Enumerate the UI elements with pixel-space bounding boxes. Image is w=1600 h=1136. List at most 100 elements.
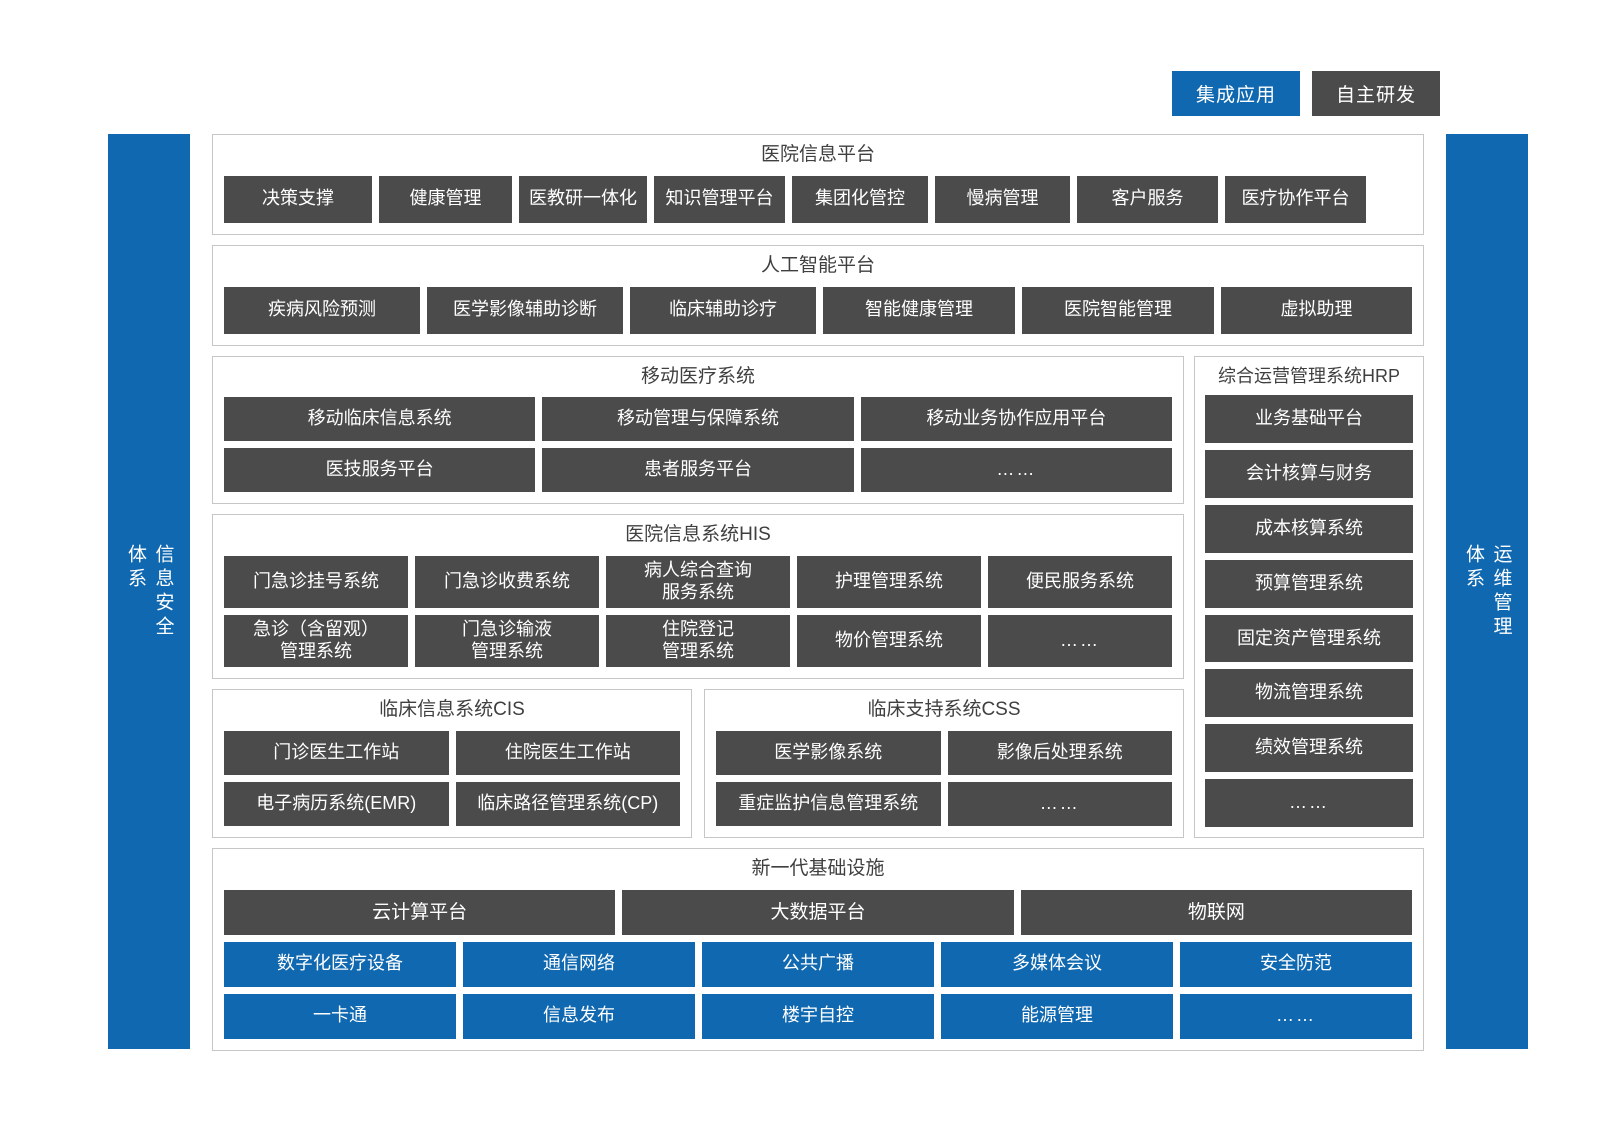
chip-line-1: 病人综合查询 [644, 560, 752, 581]
chip-electronic-medical-record-emr[interactable]: 电子病历系统(EMR) [224, 781, 449, 826]
hrp-panel: 综合运营管理系统HRP 业务基础平台 会计核算与财务 成本核算系统 预算管理系统… [1194, 355, 1424, 838]
section-title-infrastructure: 新一代基础设施 [751, 857, 885, 879]
chip-information-publishing[interactable]: 信息发布 [463, 993, 695, 1039]
infrastructure-dark-row: 云计算平台 大数据平台 物联网 [224, 889, 1412, 935]
chip-mobile-clinical-information-system[interactable]: 移动临床信息系统 [224, 397, 536, 442]
css-row-1: 医学影像系统 影像后处理系统 [716, 730, 1172, 775]
chip-infrastructure-more[interactable]: …… [1180, 993, 1412, 1039]
chip-energy-management[interactable]: 能源管理 [941, 993, 1173, 1039]
chip-performance-management-system[interactable]: 绩效管理系统 [1205, 724, 1413, 773]
section-title-cis: 临床信息系统CIS [379, 699, 525, 721]
chip-chronic-disease-management[interactable]: 慢病管理 [935, 175, 1070, 223]
chip-image-post-processing-system[interactable]: 影像后处理系统 [947, 730, 1172, 775]
chip-nursing-management-system[interactable]: 护理管理系统 [797, 556, 981, 609]
chip-line-1: 门急诊收费系统 [444, 571, 570, 592]
chip-line-2: 管理系统 [471, 641, 543, 662]
chip-css-more[interactable]: …… [947, 781, 1172, 826]
chip-group-management-control[interactable]: 集团化管控 [792, 175, 928, 223]
chip-disease-risk-prediction[interactable]: 疾病风险预测 [224, 286, 420, 334]
chip-mobile-management-support-system[interactable]: 移动管理与保障系统 [542, 397, 854, 442]
chip-medical-education-research[interactable]: 医教研一体化 [519, 175, 647, 223]
chip-multimedia-conference[interactable]: 多媒体会议 [941, 941, 1173, 987]
mobile-medical-row-1: 移动临床信息系统 移动管理与保障系统 移动业务协作应用平台 [224, 397, 1172, 442]
chip-outpatient-emergency-infusion-management-system[interactable]: 门急诊输液 管理系统 [415, 615, 599, 668]
chip-outpatient-emergency-charging-system[interactable]: 门急诊收费系统 [415, 556, 599, 609]
chip-virtual-assistant[interactable]: 虚拟助理 [1221, 286, 1412, 334]
chip-public-broadcasting[interactable]: 公共广播 [702, 941, 934, 987]
chip-patient-comprehensive-inquiry-service-system[interactable]: 病人综合查询 服务系统 [606, 556, 790, 609]
chip-communication-network[interactable]: 通信网络 [463, 941, 695, 987]
ai-platform-items: 疾病风险预测 医学影像辅助诊断 临床辅助诊疗 智能健康管理 医院智能管理 虚拟助… [224, 286, 1412, 334]
chip-line-1: 门急诊挂号系统 [253, 571, 379, 592]
chip-knowledge-management-platform[interactable]: 知识管理平台 [654, 175, 785, 223]
hrp-items: 业务基础平台 会计核算与财务 成本核算系统 预算管理系统 固定资产管理系统 物流… [1205, 395, 1413, 827]
chip-cloud-computing-platform[interactable]: 云计算平台 [224, 889, 616, 935]
chip-accounting-and-finance[interactable]: 会计核算与财务 [1205, 450, 1413, 498]
chip-logistics-management-system[interactable]: 物流管理系统 [1205, 669, 1413, 718]
chip-line-1: 住院登记 [662, 619, 734, 640]
chip-building-automation[interactable]: 楼宇自控 [702, 993, 934, 1039]
mobile-medical-row-2: 医技服务平台 患者服务平台 …… [224, 448, 1172, 493]
chip-cost-accounting-system[interactable]: 成本核算系统 [1205, 504, 1413, 553]
chip-hrp-more[interactable]: …… [1205, 779, 1413, 827]
legend-self-developed[interactable]: 自主研发 [1312, 71, 1440, 116]
chip-hospital-smart-management[interactable]: 医院智能管理 [1022, 286, 1214, 334]
chip-line-1: 护理管理系统 [835, 571, 943, 592]
chip-icu-information-management-system[interactable]: 重症监护信息管理系统 [716, 781, 941, 826]
chip-line-2: 服务系统 [662, 582, 734, 603]
infrastructure-blue-row-1: 数字化医疗设备 通信网络 公共广播 多媒体会议 安全防范 [224, 941, 1412, 987]
chip-medical-imaging-system[interactable]: 医学影像系统 [716, 730, 941, 775]
hospital-platform-items: 决策支撑 健康管理 医教研一体化 知识管理平台 集团化管控 慢病管理 客户服务 … [224, 175, 1412, 223]
cis-row-1: 门诊医生工作站 住院医生工作站 [224, 730, 680, 775]
chip-price-management-system[interactable]: 物价管理系统 [797, 615, 981, 668]
chip-internet-of-things[interactable]: 物联网 [1020, 889, 1412, 935]
chip-budget-management-system[interactable]: 预算管理系统 [1205, 559, 1413, 608]
css-row-2: 重症监护信息管理系统 …… [716, 781, 1172, 826]
chip-outpatient-emergency-registration-system[interactable]: 门急诊挂号系统 [224, 556, 408, 609]
chip-outpatient-doctor-workstation[interactable]: 门诊医生工作站 [224, 730, 449, 775]
section-title-hospital-platform: 医院信息平台 [760, 144, 875, 165]
chip-line-1: 急诊（含留观） [253, 619, 379, 640]
chip-customer-service[interactable]: 客户服务 [1077, 175, 1218, 223]
infrastructure-blue-row-2: 一卡通 信息发布 楼宇自控 能源管理 …… [224, 993, 1412, 1039]
section-hospital-information-platform: 医院信息平台 决策支撑 健康管理 医教研一体化 知识管理平台 集团化管控 慢病管… [212, 134, 1424, 235]
cis-css-split: 临床信息系统CIS 门诊医生工作站 住院医生工作站 电子病历系统(EMR) 临床… [212, 689, 1184, 838]
chip-all-in-one-card[interactable]: 一卡通 [224, 993, 456, 1039]
chip-mobile-medical-more[interactable]: …… [860, 448, 1172, 493]
his-row-1: 门急诊挂号系统 门急诊收费系统 病人综合查询 服务系统 护理管理 [224, 556, 1172, 609]
left-sidebar-label: 信息安全体系 [125, 543, 174, 640]
section-title-css: 临床支持系统CSS [867, 699, 1021, 721]
chip-medical-technology-service-platform[interactable]: 医技服务平台 [224, 448, 536, 493]
right-sidebar-operation-maintenance: 运维管理体系 [1446, 134, 1528, 1049]
section-infrastructure: 新一代基础设施 云计算平台 大数据平台 物联网 数字化医疗设备 通信网络 公共广… [212, 847, 1424, 1051]
chip-line-1: 门急诊输液 [462, 619, 552, 640]
chip-fixed-asset-management-system[interactable]: 固定资产管理系统 [1205, 614, 1413, 663]
chip-clinical-assisted-diagnosis-treatment[interactable]: 临床辅助诊疗 [630, 286, 816, 334]
chip-emergency-observation-management-system[interactable]: 急诊（含留观） 管理系统 [224, 615, 408, 668]
chip-line-1: 便民服务系统 [1026, 571, 1134, 592]
chip-security-protection[interactable]: 安全防范 [1180, 941, 1412, 987]
section-css: 临床支持系统CSS 医学影像系统 影像后处理系统 重症监护信息管理系统 …… [704, 689, 1184, 838]
chip-inpatient-doctor-workstation[interactable]: 住院医生工作站 [455, 730, 680, 775]
chip-medical-collaboration-platform[interactable]: 医疗协作平台 [1225, 175, 1366, 223]
chip-line-1: …… [1060, 630, 1100, 651]
chip-business-foundation-platform[interactable]: 业务基础平台 [1205, 395, 1413, 444]
chip-big-data-platform[interactable]: 大数据平台 [622, 889, 1014, 935]
chip-convenience-service-system[interactable]: 便民服务系统 [988, 556, 1172, 609]
legend-integrated-application[interactable]: 集成应用 [1172, 71, 1300, 116]
chip-smart-health-management[interactable]: 智能健康管理 [823, 286, 1015, 334]
chip-patient-service-platform[interactable]: 患者服务平台 [542, 448, 854, 493]
chip-digital-medical-equipment[interactable]: 数字化医疗设备 [224, 941, 456, 987]
chip-health-management[interactable]: 健康管理 [379, 175, 512, 223]
chip-his-more[interactable]: …… [988, 615, 1172, 668]
section-cis: 临床信息系统CIS 门诊医生工作站 住院医生工作站 电子病历系统(EMR) 临床… [212, 689, 692, 838]
chip-clinical-pathway-management-cp[interactable]: 临床路径管理系统(CP) [455, 781, 680, 826]
chip-medical-imaging-assisted-diagnosis[interactable]: 医学影像辅助诊断 [427, 286, 623, 334]
section-title-ai-platform: 人工智能平台 [760, 254, 875, 276]
left-sidebar-information-security: 信息安全体系 [108, 134, 190, 1049]
chip-mobile-business-collaboration-platform[interactable]: 移动业务协作应用平台 [860, 397, 1172, 442]
right-sidebar-label: 运维管理体系 [1463, 543, 1512, 640]
section-ai-platform: 人工智能平台 疾病风险预测 医学影像辅助诊断 临床辅助诊疗 智能健康管理 医院智… [212, 244, 1424, 346]
chip-decision-support[interactable]: 决策支撑 [224, 175, 372, 223]
chip-inpatient-registration-management-system[interactable]: 住院登记 管理系统 [606, 615, 790, 668]
